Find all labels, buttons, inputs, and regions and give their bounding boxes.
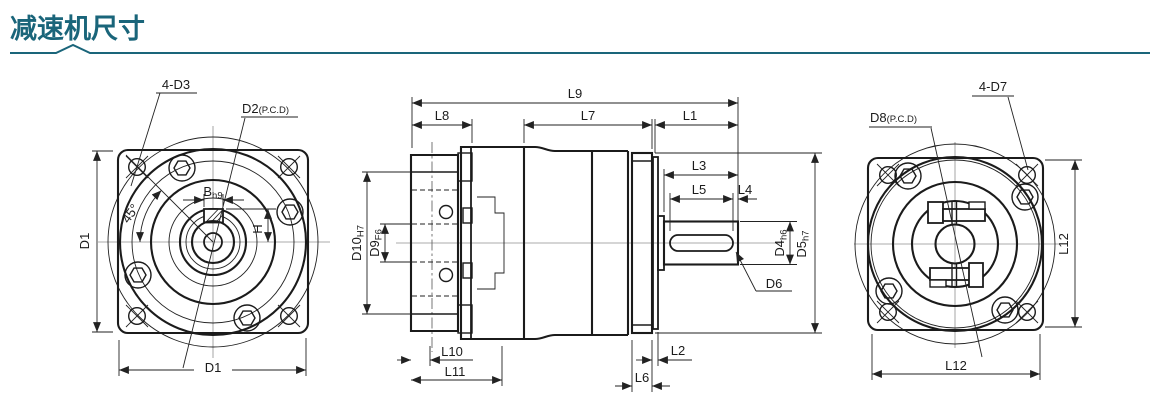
- front-view: 45° 4-D3 D2(P.C.D) Bh9 H: [77, 77, 330, 376]
- rear-socket-screw: [894, 162, 922, 190]
- front-socket-screw: [233, 304, 261, 332]
- side-view: L9 L8 L7 L1 L3 L5: [349, 86, 822, 392]
- dim-d4: D4h6: [740, 221, 797, 265]
- front-corner-hole: [277, 304, 301, 328]
- dim-d5: D5h7: [655, 152, 822, 334]
- rear-bolt-circle: [870, 159, 1040, 329]
- l6-label: L6: [635, 370, 649, 385]
- dim-d9: D9F6: [367, 223, 412, 263]
- dim-l8: L8: [412, 108, 473, 143]
- output-flange: [630, 151, 665, 335]
- front-center-hole: [203, 232, 223, 252]
- front-width-label: D1: [205, 360, 222, 375]
- dim-l3: L3: [663, 158, 738, 212]
- front-bell-circle: [107, 136, 319, 348]
- gearbox-housing: [457, 145, 630, 341]
- dim-l11: L11: [411, 346, 503, 386]
- front-height-label: D1: [77, 233, 92, 250]
- dim-l6: L6: [615, 340, 670, 392]
- front-width-dim: D1: [118, 338, 307, 376]
- rear-bore-circle: [934, 223, 976, 265]
- rear-clamp-collar: [927, 201, 986, 288]
- rear-pcd-label: D8(P.C.D): [870, 110, 917, 125]
- l3-label: L3: [692, 158, 706, 173]
- header: 减速机尺寸: [10, 14, 1150, 54]
- front-socket-screw: [168, 154, 196, 182]
- front-pcd-label: D2(P.C.D): [242, 101, 289, 116]
- front-bolt-circle: [131, 160, 295, 324]
- d10-label: D10H7: [349, 225, 367, 261]
- d6-label: D6: [766, 276, 783, 291]
- dim-l12-v: L12: [1045, 159, 1082, 328]
- front-holes-label: 4-D3: [162, 77, 190, 92]
- l9-label: L9: [568, 86, 582, 101]
- page-title: 减速机尺寸: [10, 14, 145, 44]
- front-holes-callout: 4-D3: [130, 77, 197, 187]
- dim-l10: L10: [397, 344, 473, 366]
- rear-holes-callout: 4-D7: [972, 79, 1029, 171]
- dim-l9: L9: [411, 86, 739, 221]
- front-recess-circle: [168, 197, 258, 287]
- front-pcd-callout: D2(P.C.D): [182, 101, 298, 369]
- front-keyway-height-dim: H: [226, 208, 276, 242]
- dim-l1: L1: [654, 108, 738, 153]
- dim-l5: L5: [669, 182, 734, 231]
- rear-bell-circle: [854, 143, 1056, 345]
- dim-l2: L2: [636, 332, 692, 366]
- front-socket-screw: [124, 261, 152, 289]
- shaft-keyway-slot: [669, 234, 734, 252]
- front-socket-screw: [276, 198, 304, 226]
- l12-h-label: L12: [945, 358, 967, 373]
- front-boss-circle: [149, 178, 277, 306]
- l4-label: L4: [738, 182, 752, 197]
- rear-holes-label: 4-D7: [979, 79, 1007, 94]
- front-height-dim: D1: [77, 150, 113, 333]
- l12-v-label: L12: [1056, 233, 1071, 255]
- front-keyway-width-dim: Bh9: [183, 184, 244, 207]
- dim-l7: L7: [523, 108, 653, 149]
- dim-l12-h: L12: [871, 334, 1041, 380]
- rear-socket-screw: [991, 296, 1019, 324]
- l2-label: L2: [671, 343, 685, 358]
- l10-label: L10: [441, 344, 463, 359]
- d4-label: D4h6: [772, 229, 790, 256]
- l5-label: L5: [692, 182, 706, 197]
- front-shaft-hole-circle: [190, 219, 236, 265]
- clamp-screw-hole: [438, 204, 454, 220]
- dim-d10: D10H7: [349, 171, 411, 315]
- rear-corner-hole: [1015, 300, 1039, 324]
- front-flange-square: [116, 148, 310, 335]
- rear-boss-circle: [891, 180, 1019, 308]
- d6-callout: D6: [735, 251, 792, 292]
- l8-label: L8: [435, 108, 449, 123]
- front-corner-hole: [277, 155, 301, 179]
- l11-label: L11: [445, 364, 466, 379]
- rear-recess-circle: [910, 199, 1000, 289]
- d9-label: D9F6: [367, 229, 385, 257]
- rear-flange-square: [866, 156, 1045, 332]
- dim-l4: L4: [738, 182, 757, 203]
- l1-label: L1: [683, 108, 697, 123]
- keyway-height-label: H: [250, 224, 265, 233]
- rear-pcd-callout: D8(P.C.D): [869, 110, 983, 358]
- rear-view: D8(P.C.D) 4-D7 L12 L12: [854, 79, 1082, 380]
- output-shaft: [662, 220, 740, 266]
- header-divider: [10, 43, 1150, 54]
- d5-label: D5h7: [794, 230, 812, 257]
- front-corner-hole: [125, 304, 149, 328]
- clamp-screw-hole: [438, 267, 454, 283]
- keyway-width-label: Bh9: [203, 184, 222, 202]
- l7-label: L7: [581, 108, 595, 123]
